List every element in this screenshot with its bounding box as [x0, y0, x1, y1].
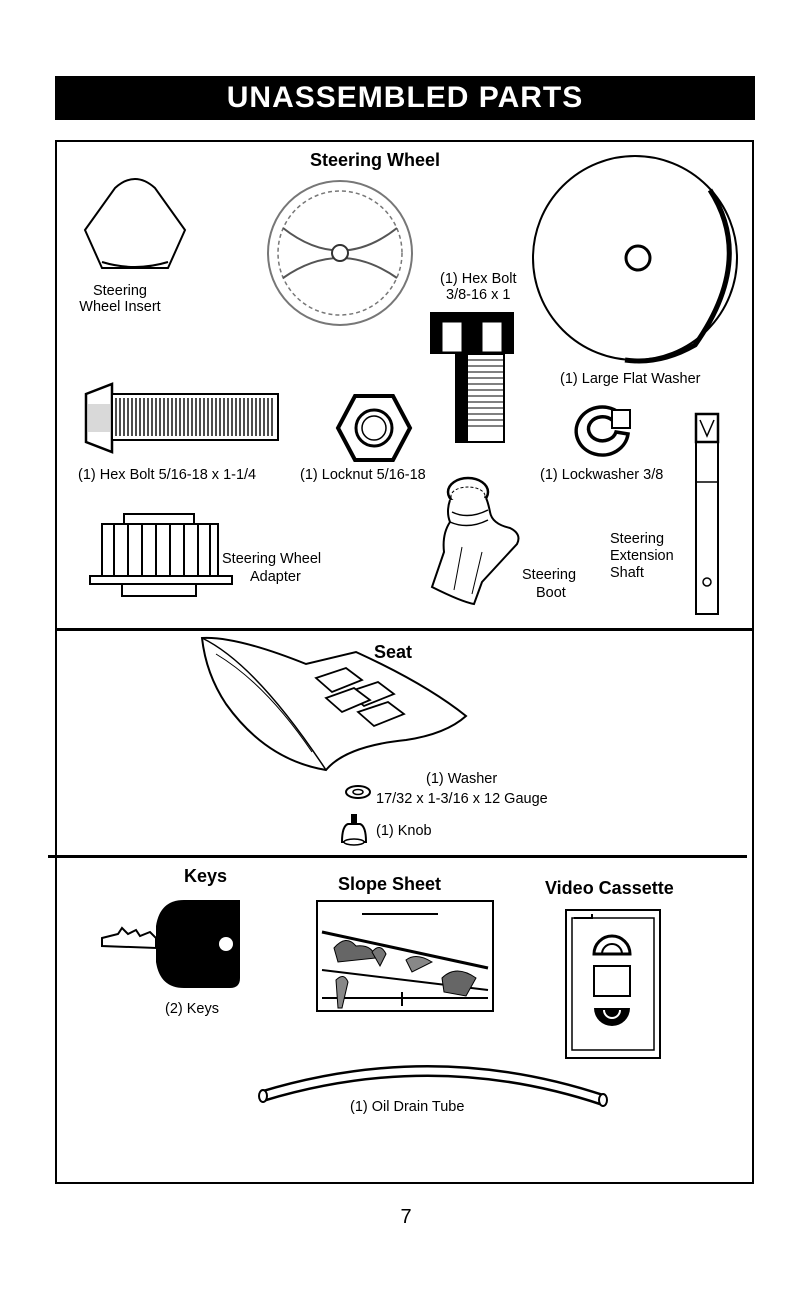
- divider-steering-seat: [55, 628, 754, 631]
- boot-label-line2: Boot: [536, 585, 566, 601]
- hex-bolt-large-label-1: (1) Hex Bolt: [440, 271, 517, 287]
- steering-wheel-heading: Steering Wheel: [310, 150, 441, 170]
- slope-sheet-heading: Slope Sheet: [338, 874, 442, 894]
- steering-boot-illustration: [422, 472, 542, 612]
- steering-wheel-illustration: [265, 178, 415, 328]
- large-flat-washer-label: (1) Large Flat Washer: [560, 371, 701, 387]
- hex-bolt-large-label-2: 3/8-16 x 1: [446, 287, 511, 303]
- insert-label-line1: Steering: [92, 283, 147, 299]
- hex-bolt-small-label: (1) Hex Bolt 5/16-18 x 1-1/4: [78, 467, 257, 483]
- large-flat-washer-illustration: [530, 150, 745, 365]
- lockwasher-illustration: [572, 402, 634, 460]
- keys-label: (2) Keys: [165, 1001, 219, 1017]
- oil-drain-tube-illustration: [255, 1054, 615, 1114]
- hex-bolt-5-16-illustration: [82, 382, 282, 454]
- washer-label-line1: (1) Washer: [426, 771, 498, 787]
- locknut-illustration: [335, 394, 413, 462]
- steering-wheel-adapter-illustration: [88, 510, 238, 600]
- keys-heading: Keys: [184, 866, 228, 886]
- shaft-label-line3: Shaft: [610, 565, 644, 581]
- adapter-label-line1: Steering Wheel: [222, 551, 322, 567]
- adapter-label-line2: Adapter: [250, 569, 301, 585]
- steering-wheel-insert-illustration: [80, 170, 190, 270]
- knob-label: (1) Knob: [376, 823, 432, 839]
- hex-bolt-3-8-illustration: [428, 310, 518, 445]
- knob-illustration: [340, 812, 368, 846]
- section-banner: UNASSEMBLED PARTS: [55, 76, 755, 120]
- washer-label-line2: 17/32 x 1-3/16 x 12 Gauge: [376, 791, 548, 807]
- shaft-label-line2: Extension: [610, 548, 674, 564]
- video-cassette-heading: Video Cassette: [545, 878, 674, 898]
- parts-frame: [55, 140, 754, 1184]
- keys-illustration: [100, 896, 250, 992]
- shaft-label-line1: Steering: [610, 531, 665, 547]
- divider-seat-misc: [48, 855, 747, 858]
- slope-sheet-illustration: [316, 900, 494, 1012]
- seat-illustration: [196, 634, 476, 774]
- locknut-label: (1) Locknut 5/16-18: [300, 467, 426, 483]
- insert-label-line2: Wheel Insert: [79, 299, 161, 315]
- video-cassette-illustration: [564, 908, 662, 1060]
- steering-extension-shaft-illustration: [690, 412, 722, 622]
- boot-label-line1: Steering: [522, 567, 577, 583]
- washer-small-illustration: [345, 784, 371, 800]
- lockwasher-label: (1) Lockwasher 3/8: [540, 467, 664, 483]
- drain-tube-label: (1) Oil Drain Tube: [350, 1099, 465, 1115]
- seat-heading: Seat: [374, 642, 413, 662]
- page-number: 7: [400, 1206, 412, 1228]
